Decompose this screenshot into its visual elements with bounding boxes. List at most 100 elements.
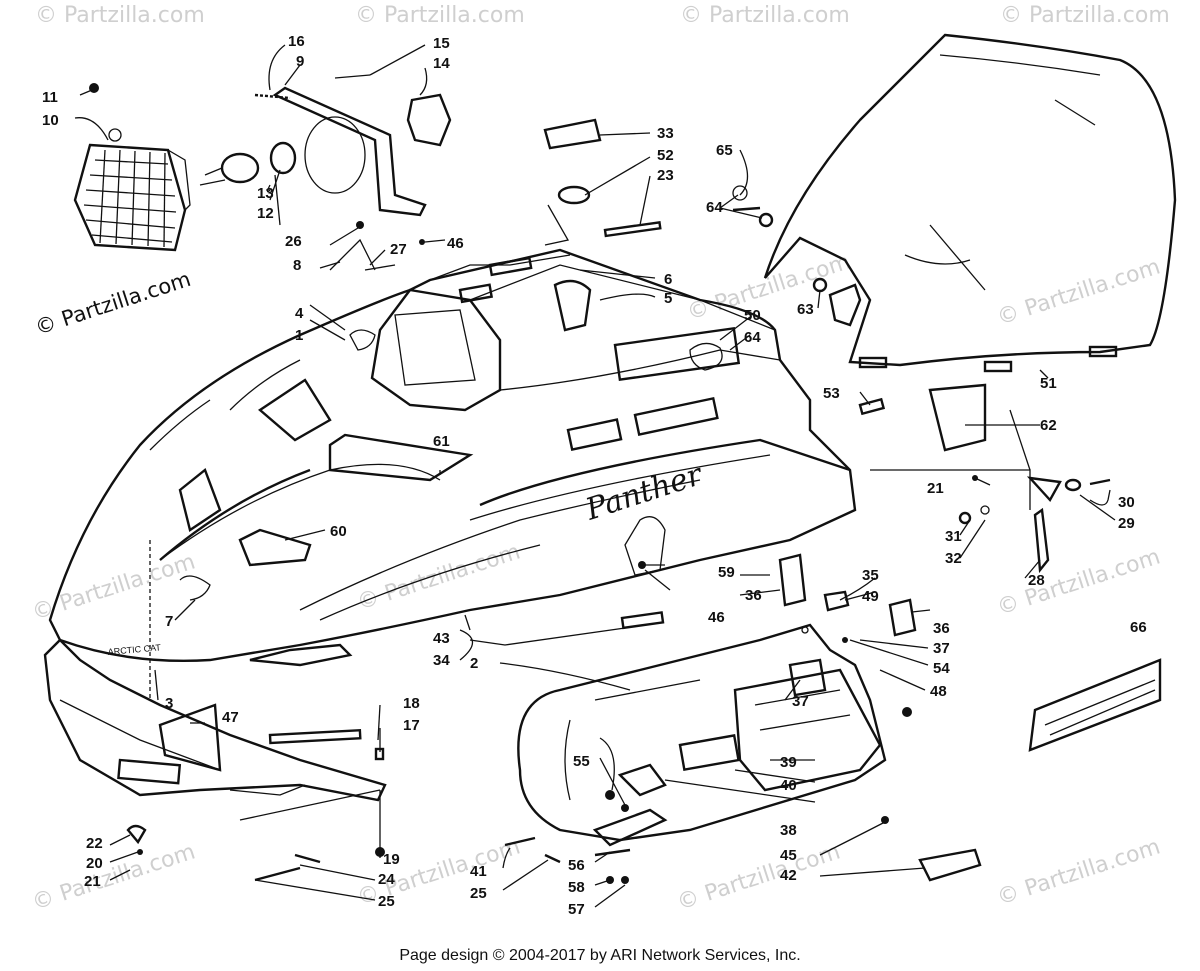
copyright-text: Page design © 2004-2017 by ARI Network S… [399,947,801,964]
watermark: © Partzilla.com [680,3,850,28]
callout-label: 17 [403,717,420,734]
bumper [43,638,387,802]
callout-label: 36 [745,587,762,604]
callout-label: 57 [568,901,585,918]
parts-diagram: © Partzilla.com © Partzilla.com © Partzi… [29,3,1177,918]
callout-label: 65 [716,142,733,159]
callout-label: 37 [792,693,809,710]
callout-label: 50 [744,307,761,324]
headlight-lens [73,143,187,252]
bulb-socket [269,141,297,175]
callout-label: 25 [378,893,395,910]
callout-label: 28 [1028,572,1045,589]
callout-label: 19 [383,851,400,868]
callout-label: 5 [664,290,672,307]
callout-label: 61 [433,433,450,450]
callout-label: 6 [664,271,672,288]
callout-label: 35 [862,567,879,584]
callout-label: 8 [293,257,301,274]
callout-label: 55 [573,753,590,770]
watermark: © Partzilla.com [994,544,1163,620]
callout-label: 2 [470,655,478,672]
callout-label: 40 [780,777,797,794]
callout-label: 54 [933,660,950,677]
callout-label: 21 [927,480,944,497]
bulb [220,152,260,184]
leader-lines [74,44,1116,908]
headlight-bracket [272,86,427,217]
callout-label: 7 [165,613,173,630]
callout-label: 14 [433,55,450,72]
decal-items [543,118,662,246]
callout-label: 22 [86,835,103,852]
callout-label: 48 [930,683,947,700]
belly-pan-panel [733,668,882,792]
callout-label: 36 [933,620,950,637]
watermark: © Partzilla.com [1000,3,1170,28]
brand-watermark: © Partzilla.com [32,267,194,340]
callout-label: 25 [470,885,487,902]
side-panel [1028,658,1162,752]
hood-outline [48,248,857,663]
callout-label: 1 [295,327,303,344]
callout-label: 31 [945,528,962,545]
reflector [678,734,740,772]
callout-label: 18 [403,695,420,712]
callout-label: 26 [285,233,302,250]
callout-label: 41 [470,863,487,880]
callout-label: 60 [330,523,347,540]
bracket-lower [592,808,668,847]
callout-label: 62 [1040,417,1057,434]
watermark: © Partzilla.com [684,249,853,325]
callout-label: 59 [718,564,735,581]
callout-label: 20 [86,855,103,872]
headlight-assembly [73,74,452,271]
hood-side-decal [158,703,222,772]
callout-numbers: 1 2 3 4 5 6 7 8 9 10 11 12 13 14 15 16 1… [42,33,1147,918]
windshield [732,33,1177,373]
callout-label: 37 [933,640,950,657]
callout-label: 58 [568,879,585,896]
callout-label: 47 [222,709,239,726]
callout-label: 32 [945,550,962,567]
callout-label: 16 [288,33,305,50]
callout-label: 27 [390,241,407,258]
callout-label: 33 [657,125,674,142]
callout-label: 64 [706,199,723,216]
step-plate [918,848,982,882]
callout-label: 4 [295,305,304,322]
windshield-bracket [828,283,862,327]
watermark: © Partzilla.com [994,254,1163,330]
callout-label: 21 [84,873,101,890]
belly-pan [517,383,1162,882]
nose-badge: ARCTIC CAT [107,642,162,657]
callout-label: 11 [42,89,58,106]
callout-label: 64 [744,329,761,346]
callout-label: 51 [1040,375,1057,392]
callout-label: 45 [780,847,797,864]
callout-label: 39 [780,754,797,771]
callout-label: 42 [780,867,797,884]
watermark: © Partzilla.com [994,834,1163,910]
dash-panel [370,288,502,412]
callout-label: 23 [657,167,674,184]
callout-label: 15 [433,35,450,52]
callout-label: 46 [708,609,725,626]
callout-label: 46 [447,235,464,252]
callout-label: 3 [165,695,173,712]
callout-label: 66 [1130,619,1147,636]
hood-decal-window [613,326,741,382]
watermark: © Partzilla.com [355,3,525,28]
callout-label: 34 [433,652,450,669]
watermark: © Partzilla.com [674,839,843,915]
callout-label: 10 [42,112,59,129]
callout-label: 24 [378,871,395,888]
callout-label: 53 [823,385,840,402]
callout-label: 56 [568,857,585,874]
callout-label: 30 [1118,494,1135,511]
headlight-grid [83,149,177,248]
headlight-ring [406,93,452,147]
callout-label: 49 [862,588,879,605]
watermark: © Partzilla.com [35,3,205,28]
callout-label: 29 [1118,515,1135,532]
